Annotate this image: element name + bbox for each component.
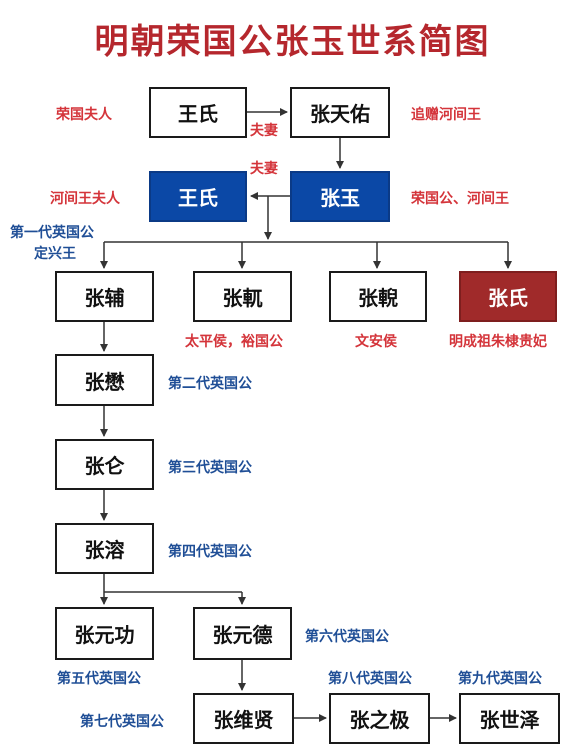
person-zhang-yue: 张軏 [193,271,292,322]
person-zhang-weixian: 张维贤 [193,693,294,744]
label-gen6: 第六代英国公 [305,629,389,645]
label-rongguogong: 荣国公、河间王 [411,191,509,207]
person-wang-shi-1: 王氏 [149,87,247,138]
person-zhang-mao: 张懋 [55,354,154,406]
person-zhang-lun: 张仑 [55,439,154,490]
label-fuqi-2: 夫妻 [250,161,278,177]
person-zhang-fu: 张辅 [55,271,154,322]
label-fuqi-1: 夫妻 [250,123,278,139]
person-zhang-tianyou: 张天佑 [290,87,390,138]
label-gen5: 第五代英国公 [57,671,141,687]
person-zhang-yuangong: 张元功 [55,607,154,660]
label-guifei: 明成祖朱棣贵妃 [449,334,547,350]
label-gen1-a: 第一代英国公 [10,225,94,241]
label-hejian-furen: 河间王夫人 [50,191,120,207]
label-gen8: 第八代英国公 [328,671,412,687]
person-zhang-yuande: 张元德 [193,607,292,660]
person-zhang-zhiji: 张之极 [329,693,430,744]
label-gen4: 第四代英国公 [168,544,252,560]
label-gen9: 第九代英国公 [458,671,542,687]
label-zhuizeng-hejian-wang: 追赠河间王 [411,107,481,123]
label-taiping-hou: 太平侯，裕国公 [185,334,283,350]
label-gen1-b: 定兴王 [34,246,76,262]
label-gen2: 第二代英国公 [168,376,252,392]
label-wenan-hou: 文安侯 [355,334,397,350]
person-zhang-shi: 张氏 [459,271,557,322]
person-zhang-shize: 张世泽 [459,693,560,744]
person-zhang-ni: 张輗 [329,271,427,322]
person-wang-shi-2: 王氏 [149,171,247,222]
page-title: 明朝荣国公张玉世系简图 [94,22,491,62]
person-zhang-yu: 张玉 [290,171,390,222]
label-gen7: 第七代英国公 [80,714,164,730]
person-zhang-rong: 张溶 [55,523,154,574]
label-gen3: 第三代英国公 [168,460,252,476]
label-rongguo-furen: 荣国夫人 [56,107,112,123]
